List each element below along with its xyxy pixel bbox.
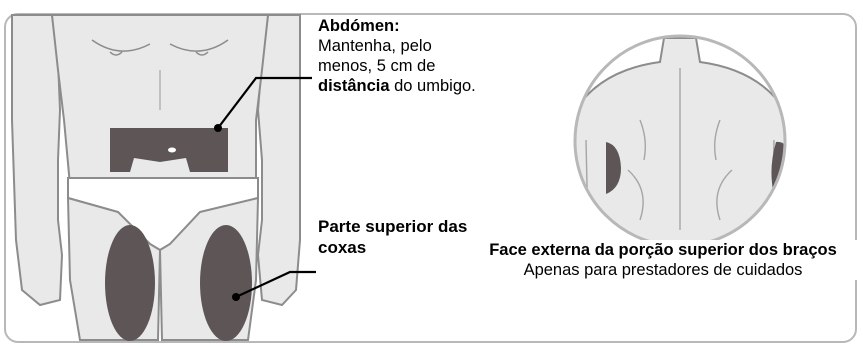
- abdomen-text-2: do umbigo.: [394, 77, 476, 95]
- left-thigh-injection-zone: [105, 225, 155, 341]
- navel-icon: [168, 147, 176, 153]
- front-body-figure: [11, 14, 301, 341]
- right-thigh-injection-zone: [200, 225, 252, 341]
- abdomen-label: Abdómen: Mantenha, pelo menos, 5 cm de d…: [318, 16, 478, 96]
- abdomen-text-1: Mantenha, pelo menos, 5 cm de: [318, 37, 436, 75]
- back-body-figure: [575, 37, 785, 246]
- thigh-pointer-line: [235, 270, 316, 298]
- abdomen-pointer-line: [217, 76, 312, 129]
- left-arm-injection-zone: [606, 142, 621, 194]
- abdomen-title: Abdómen:: [318, 17, 400, 35]
- arm-note: Apenas para prestadores de cuidados: [523, 261, 803, 279]
- arm-title: Face externa da porção superior dos braç…: [489, 241, 837, 259]
- abdomen-text-bold: distância: [318, 77, 390, 95]
- arm-label: Face externa da porção superior dos braç…: [466, 240, 860, 280]
- thigh-label: Parte superior das coxas: [318, 217, 468, 257]
